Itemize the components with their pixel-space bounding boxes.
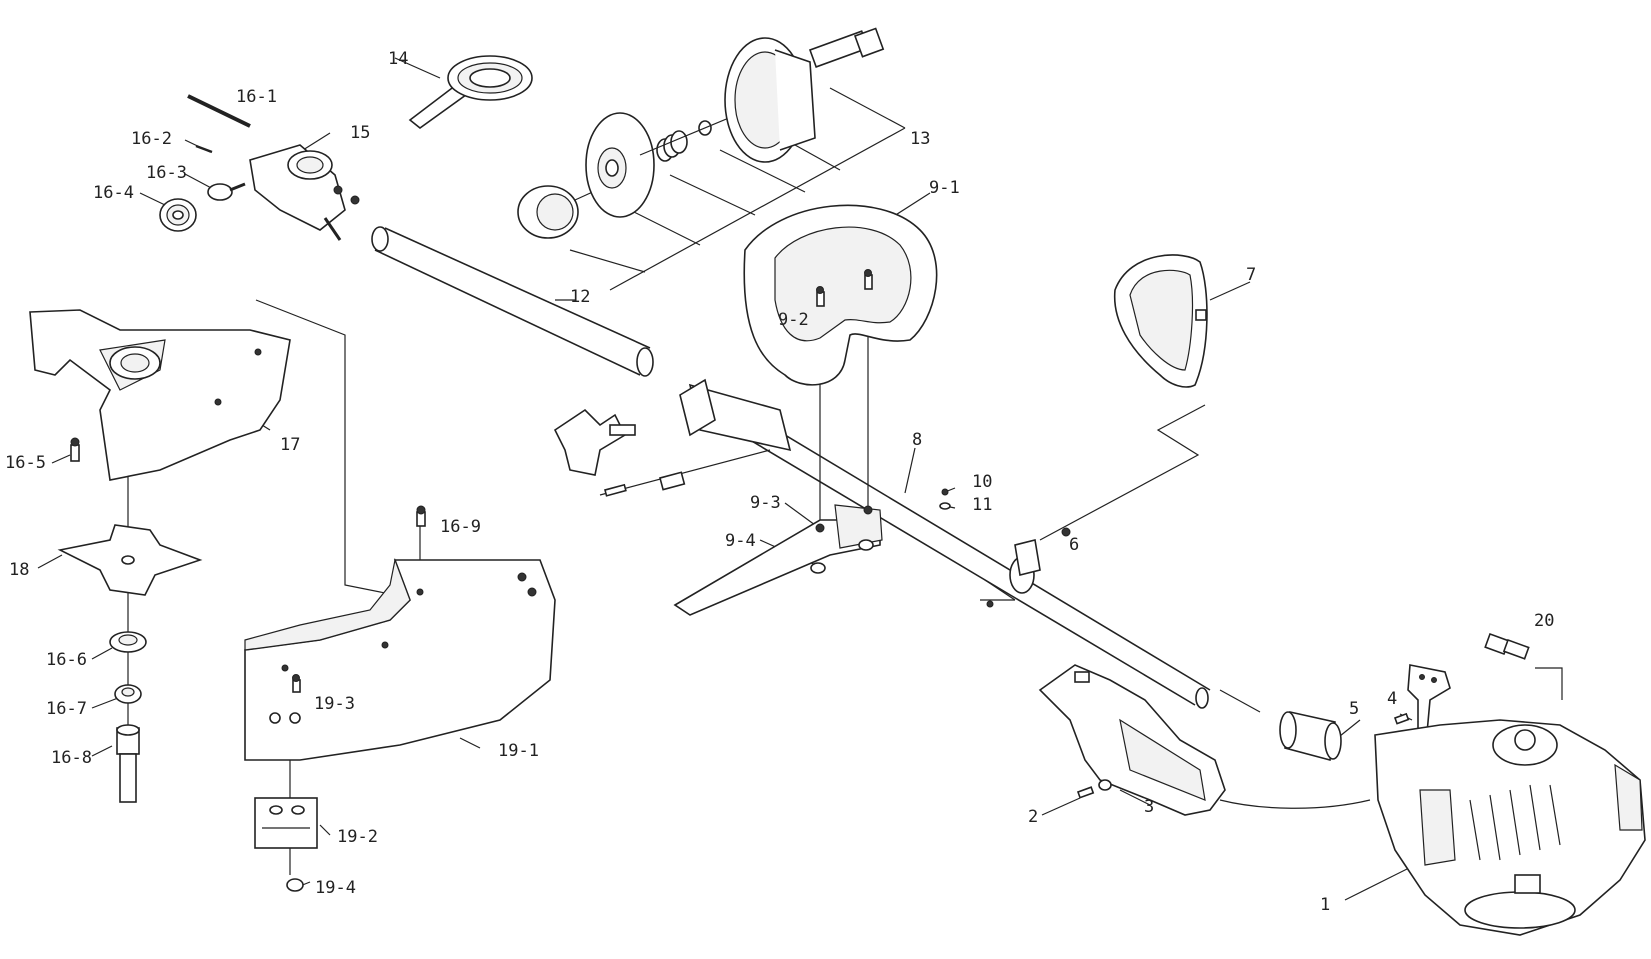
knob bbox=[553, 408, 636, 476]
label-10: 10 bbox=[972, 472, 992, 492]
tool-16-8 bbox=[116, 724, 140, 803]
label-20: 20 bbox=[1534, 611, 1554, 631]
shaft-tube-12 bbox=[371, 226, 654, 377]
label-5: 5 bbox=[1349, 699, 1359, 719]
label-19-2: 19-2 bbox=[337, 827, 378, 847]
washer-3 bbox=[1098, 779, 1112, 791]
plate-19-2 bbox=[254, 797, 318, 849]
handle-bolts bbox=[604, 471, 686, 497]
washer-16-6 bbox=[109, 631, 147, 653]
part-labels: 1 2 3 4 5 6 7 8 9-1 9-2 9-3 9-4 10 11 12… bbox=[5, 49, 1554, 915]
label-9-2: 9-2 bbox=[778, 310, 809, 330]
label-2: 2 bbox=[1028, 807, 1038, 827]
label-12: 12 bbox=[570, 287, 590, 307]
washer-11 bbox=[939, 502, 951, 510]
blade-18 bbox=[57, 524, 203, 596]
label-6: 6 bbox=[1069, 535, 1079, 555]
bolt-19-3 bbox=[292, 674, 301, 693]
wrench-14 bbox=[408, 55, 533, 130]
label-16-9: 16-9 bbox=[440, 517, 481, 537]
label-19-1: 19-1 bbox=[498, 741, 539, 761]
handle-bar-8 bbox=[673, 378, 1211, 709]
label-16-4: 16-4 bbox=[93, 183, 134, 203]
label-19-3: 19-3 bbox=[314, 694, 355, 714]
label-7: 7 bbox=[1246, 265, 1256, 285]
label-18: 18 bbox=[9, 560, 29, 580]
pin-16-1 bbox=[187, 94, 251, 128]
throttle-handle bbox=[1038, 664, 1371, 816]
label-9-3: 9-3 bbox=[750, 493, 781, 513]
screw-2 bbox=[1076, 786, 1095, 799]
label-16-7: 16-7 bbox=[46, 699, 87, 719]
label-16-1: 16-1 bbox=[236, 87, 277, 107]
nut-9-4 bbox=[810, 539, 874, 574]
bearing-16-4 bbox=[159, 198, 197, 232]
strap-7 bbox=[1113, 254, 1208, 388]
label-8: 8 bbox=[912, 430, 922, 450]
label-9-4: 9-4 bbox=[725, 531, 756, 551]
guard-extension-19-1 bbox=[244, 557, 556, 761]
gear-head-15 bbox=[249, 144, 360, 241]
bolt-16-5 bbox=[70, 437, 80, 462]
bolt-16-9 bbox=[416, 505, 426, 527]
label-16-3: 16-3 bbox=[146, 163, 187, 183]
engine-1 bbox=[1374, 719, 1646, 936]
spark-plug-20 bbox=[1484, 632, 1530, 660]
label-17: 17 bbox=[280, 435, 300, 455]
clamp-6 bbox=[986, 527, 1071, 608]
label-16-5: 16-5 bbox=[5, 453, 46, 473]
label-14: 14 bbox=[388, 49, 408, 69]
label-13: 13 bbox=[910, 129, 930, 149]
part-16-3 bbox=[207, 182, 246, 201]
label-1: 1 bbox=[1320, 895, 1330, 915]
label-4: 4 bbox=[1387, 689, 1397, 709]
label-15: 15 bbox=[350, 123, 370, 143]
sleeve-5 bbox=[1279, 711, 1342, 762]
nut-16-7 bbox=[114, 684, 142, 704]
label-19-4: 19-4 bbox=[315, 878, 356, 898]
bolt-9-2 bbox=[816, 269, 873, 307]
label-9-1: 9-1 bbox=[929, 178, 960, 198]
label-16-2: 16-2 bbox=[131, 129, 172, 149]
handle-loop-9-1 bbox=[743, 204, 938, 386]
nut-19-4 bbox=[286, 878, 304, 892]
guard-17 bbox=[29, 309, 291, 481]
trimmer-head-13 bbox=[517, 27, 885, 239]
label-3: 3 bbox=[1144, 797, 1154, 817]
label-16-8: 16-8 bbox=[51, 748, 92, 768]
part-16-2 bbox=[195, 144, 213, 154]
label-16-6: 16-6 bbox=[46, 650, 87, 670]
screw-10 bbox=[941, 488, 949, 496]
label-11: 11 bbox=[972, 495, 992, 515]
